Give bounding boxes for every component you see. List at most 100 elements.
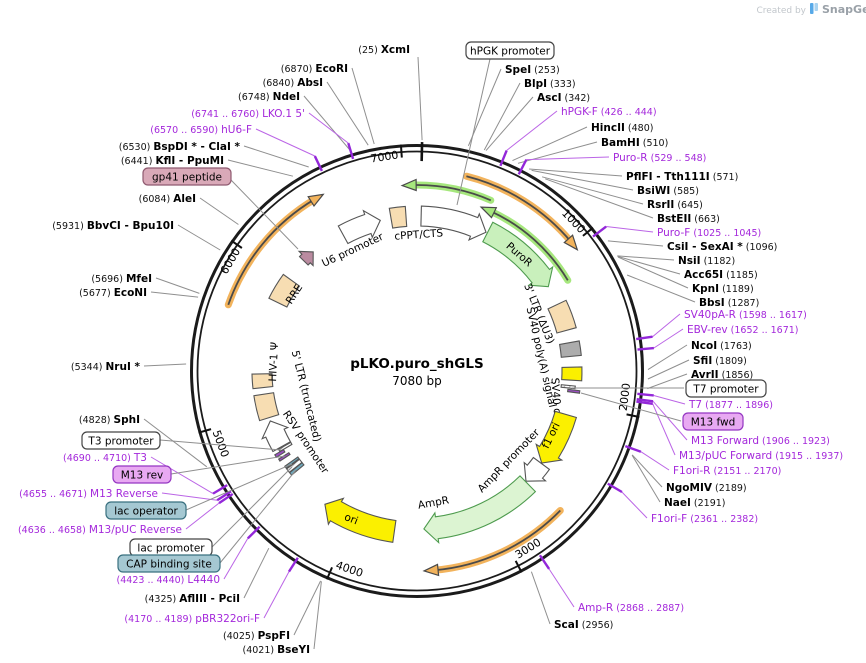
EcoNI-callout[interactable]: (5677) EcoNI xyxy=(79,287,147,299)
T7-callout[interactable]: T7 (1877 .. 1896) xyxy=(688,399,773,411)
BamHI-callout[interactable]: BamHI (510) xyxy=(601,137,668,149)
5' LTR (truncated)-feature[interactable] xyxy=(253,392,280,422)
BseYI-callout[interactable]: (4021) BseYI xyxy=(243,644,311,656)
ScaI-callout[interactable]: ScaI (2956) xyxy=(554,619,613,631)
M13 fwd-boxed-label[interactable]: M13 fwd xyxy=(682,412,744,431)
AleI-leader xyxy=(199,197,239,225)
HincII-callout[interactable]: HincII (480) xyxy=(591,122,653,134)
M13/pUC Reverse-leader xyxy=(185,502,220,530)
BsiWI-leader xyxy=(531,169,634,191)
ori-feature[interactable] xyxy=(324,497,397,543)
L4440-callout[interactable]: (4423 .. 4440) L4440 xyxy=(117,574,220,586)
BbsI-callout[interactable]: BbsI (1287) xyxy=(699,297,759,309)
T7 promoter-boxed-label[interactable]: T7 promoter xyxy=(685,379,767,398)
SV40pA-R-callout[interactable]: SV40pA-R (1598 .. 1617) xyxy=(684,309,807,321)
PflFI-Tth111I-callout[interactable]: PflFI - Tth111I (571) xyxy=(626,171,738,183)
T3 promoter-boxed-label[interactable]: T3 promoter xyxy=(81,431,161,450)
NcoI-callout[interactable]: NcoI (1763) xyxy=(691,340,752,352)
AmpR promoter-feature[interactable] xyxy=(523,456,551,482)
M13/pUC Forward-callout[interactable]: M13/pUC Forward (1915 .. 1937) xyxy=(679,450,843,462)
gp41 peptide-boxed-label[interactable]: gp41 peptide xyxy=(142,167,232,186)
AbsI-callout[interactable]: (6840) AbsI xyxy=(263,77,323,89)
AvrII-callout[interactable]: AvrII (1856) xyxy=(691,369,753,381)
AmpR-label[interactable]: AmpR xyxy=(417,494,450,511)
XcmI-leader xyxy=(417,56,423,141)
M13 rev-leader xyxy=(170,455,286,475)
T7 promoter feature-feature[interactable] xyxy=(560,384,576,390)
M13/pUC Reverse-callout[interactable]: (4636 .. 4658) M13/pUC Reverse xyxy=(18,524,182,536)
scale-tick-4000 xyxy=(325,567,333,580)
hPGK-F-callout[interactable]: hPGK-F (426 .. 444) xyxy=(561,106,657,118)
AmpR-feature[interactable] xyxy=(423,475,537,545)
KflI-PpuMI-callout[interactable]: (6441) KflI - PpuMI xyxy=(121,155,224,167)
hPGK promoter-boxed-label[interactable]: hPGK promoter xyxy=(465,41,555,60)
SphI-callout[interactable]: (4828) SphI xyxy=(79,414,140,426)
Amp-R-callout[interactable]: Amp-R (2868 .. 2887) xyxy=(578,602,684,614)
hU6-F-callout[interactable]: (6570 .. 6590) hU6-F xyxy=(150,124,252,136)
M13 Forward-callout[interactable]: M13 Forward (1906 .. 1923) xyxy=(691,435,830,447)
BstEII-callout[interactable]: BstEII (663) xyxy=(657,213,720,225)
BsiWI-callout[interactable]: BsiWI (585) xyxy=(637,185,699,197)
SV40 ori-label[interactable]: SV40 ori xyxy=(548,377,563,422)
SV40 poly(A) signal-feature[interactable] xyxy=(558,340,582,358)
hPGK promoter-feature[interactable] xyxy=(420,205,487,241)
NruI-leader xyxy=(143,363,187,367)
NsiI-callout[interactable]: NsiI (1182) xyxy=(678,255,735,267)
CAP binding site-boxed-label[interactable]: CAP binding site xyxy=(117,554,221,573)
BbvCI-Bpu10I-callout[interactable]: (5931) BbvCI - Bpu10I xyxy=(52,220,174,232)
T3 promoter feature-feature[interactable] xyxy=(277,441,293,453)
MfeI-callout[interactable]: (5696) MfeI xyxy=(91,273,152,285)
NgoMIV-callout[interactable]: NgoMIV (2189) xyxy=(666,482,747,494)
gp41 peptide-feature[interactable] xyxy=(297,250,314,267)
RSV promoter-feature[interactable] xyxy=(261,420,292,453)
EcoRI-callout[interactable]: (6870) EcoRI xyxy=(281,63,348,75)
RsrII-callout[interactable]: RsrII (645) xyxy=(647,199,703,211)
BlpI-callout[interactable]: BlpI (333) xyxy=(524,78,576,90)
M13/pUC Forward-site-tick xyxy=(636,400,653,406)
T7-site-tick xyxy=(637,392,654,397)
XcmI-callout[interactable]: (25) XcmI xyxy=(358,44,410,56)
SV40 ori-feature[interactable] xyxy=(561,366,583,382)
T3-callout[interactable]: (4690 .. 4710) T3 xyxy=(63,452,147,464)
ori-label[interactable]: ori xyxy=(343,511,360,527)
EBV-rev-callout[interactable]: EBV-rev (1652 .. 1671) xyxy=(687,324,799,336)
Puro-F-callout[interactable]: Puro-F (1025 .. 1045) xyxy=(657,227,761,239)
lac promoter-boxed-label[interactable]: lac promoter xyxy=(129,538,213,557)
svg-text:lac operator: lac operator xyxy=(114,506,178,518)
3' LTR (ΔU3)-feature[interactable] xyxy=(547,299,577,334)
NruI-callout[interactable]: (5344) NruI * xyxy=(71,361,141,373)
NaeI-callout[interactable]: NaeI (2191) xyxy=(664,497,726,509)
cPPT/CTS-label[interactable]: cPPT/CTS xyxy=(394,227,444,242)
NdeI-callout[interactable]: (6748) NdeI xyxy=(238,91,300,103)
M13 Reverse-callout[interactable]: (4655 .. 4671) M13 Reverse xyxy=(19,488,158,500)
snapgene-logo-icon xyxy=(810,3,814,14)
Puro-R-callout[interactable]: Puro-R (529 .. 548) xyxy=(613,152,706,164)
M13 rev-boxed-label[interactable]: M13 rev xyxy=(112,465,172,484)
SfiI-callout[interactable]: SfiI (1809) xyxy=(693,355,747,367)
AscI-callout[interactable]: AscI (342) xyxy=(537,92,590,104)
BspDI-ClaI-callout[interactable]: (6530) BspDI * - ClaI * xyxy=(119,141,241,153)
F1ori-F-callout[interactable]: F1ori-F (2361 .. 2382) xyxy=(651,513,758,525)
U6 promoter-feature[interactable] xyxy=(337,209,382,245)
lac operator-boxed-label[interactable]: lac operator xyxy=(105,501,187,520)
Acc65I-callout[interactable]: Acc65I (1185) xyxy=(684,269,758,281)
RRE-feature[interactable] xyxy=(268,273,301,308)
created-by-text: Created by xyxy=(756,6,806,16)
SpeI-callout[interactable]: SpeI (253) xyxy=(505,64,560,76)
CAP binding site-leader xyxy=(219,469,297,564)
CsiI-SexAI-callout[interactable]: CsiI - SexAI * (1096) xyxy=(667,241,777,253)
LKO.1 5'-callout[interactable]: (6741 .. 6760) LKO.1 5' xyxy=(191,108,305,120)
M13 rev site-feature[interactable] xyxy=(277,451,291,462)
cPPT/CTS-feature[interactable] xyxy=(388,205,408,229)
M13 fwd site-feature[interactable] xyxy=(566,388,581,394)
pBR322ori-F-callout[interactable]: (4170 .. 4189) pBR322ori-F xyxy=(124,613,260,625)
L4440-site-tick xyxy=(246,525,261,540)
HIV-1 Ψ-label[interactable]: HIV-1 Ψ xyxy=(267,342,281,382)
AflIII-PciI-callout[interactable]: (4325) AflIII - PciI xyxy=(145,593,240,605)
F1ori-R-callout[interactable]: F1ori-R (2151 .. 2170) xyxy=(673,465,781,477)
PspFI-callout[interactable]: (4025) PspFI xyxy=(223,630,290,642)
HIV-1 Ψ-feature[interactable] xyxy=(251,373,274,390)
KpnI-callout[interactable]: KpnI (1189) xyxy=(692,283,754,295)
AleI-callout[interactable]: (6084) AleI xyxy=(139,193,196,205)
PuroR-feature[interactable] xyxy=(482,221,554,288)
